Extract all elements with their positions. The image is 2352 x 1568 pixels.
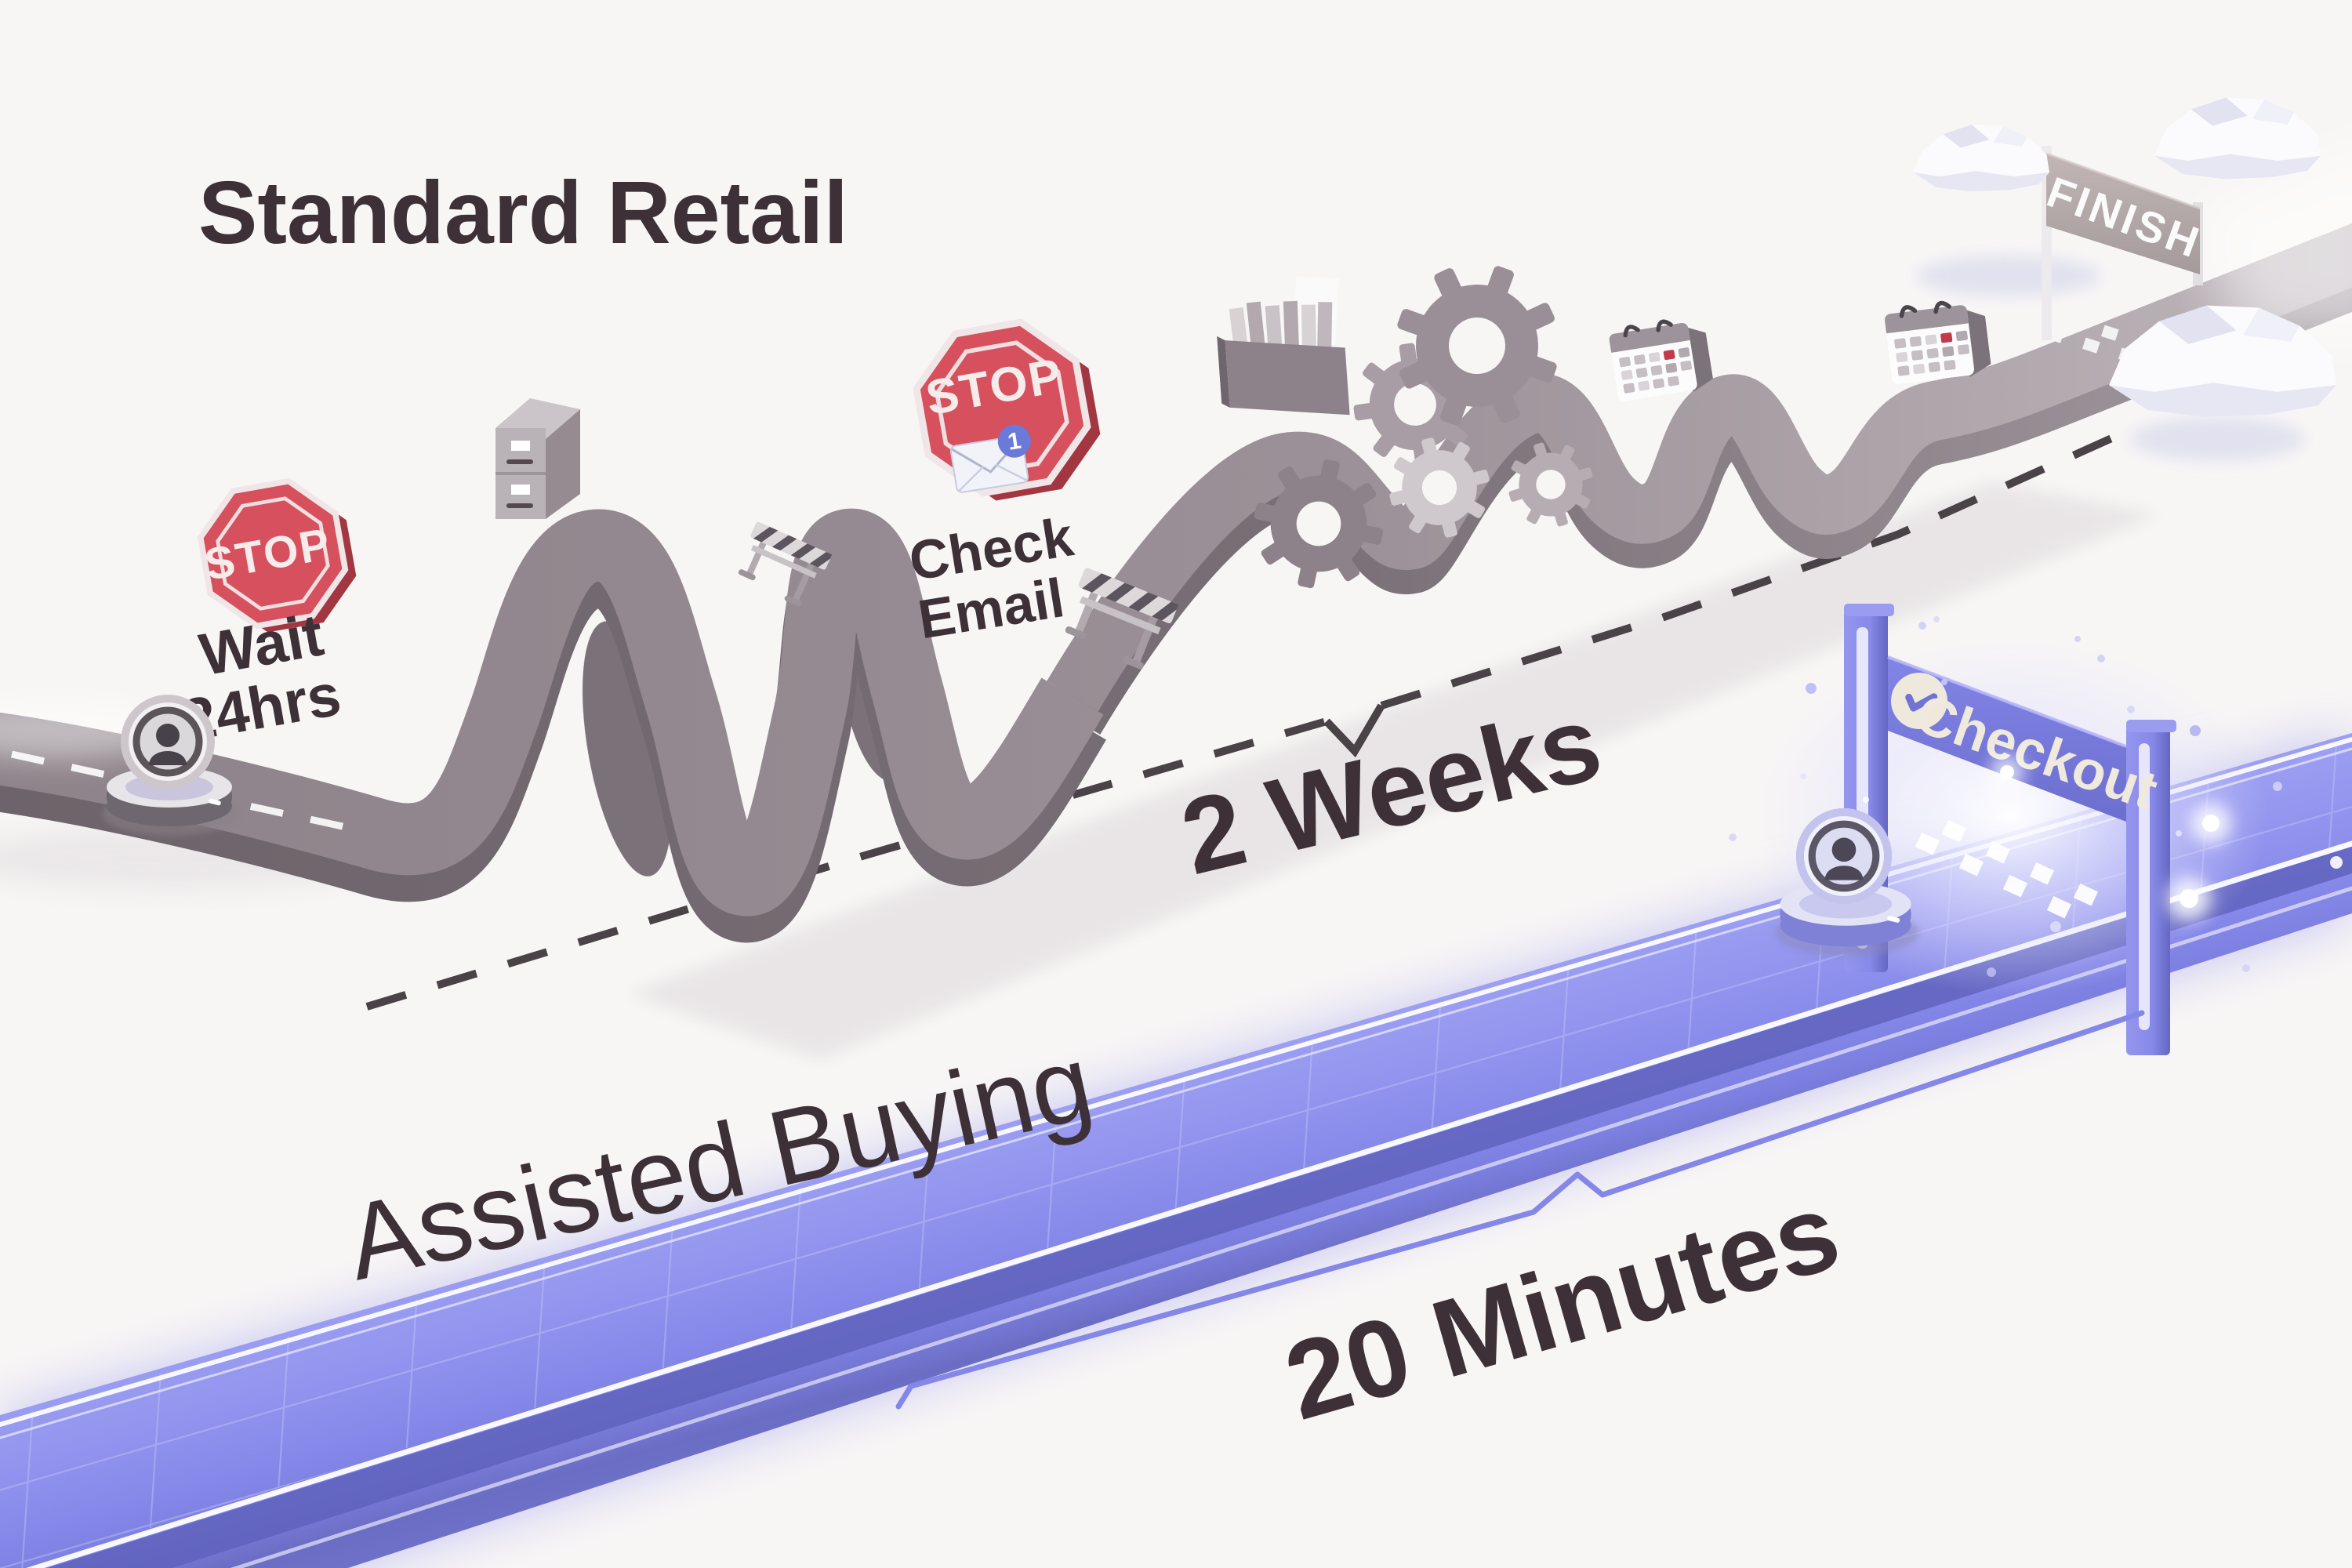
purple-road-grid	[0, 737, 2352, 1568]
checkmark-icon	[1891, 673, 1947, 729]
purple-road-side-face	[47, 847, 2352, 1568]
sparkles	[1729, 616, 2343, 977]
road-fade	[2195, 149, 2352, 337]
user-avatar-icon	[102, 695, 240, 836]
two-weeks-dashed-line	[365, 432, 2119, 1011]
badge-count: 1	[1006, 428, 1023, 456]
checkout-banner	[1888, 657, 2126, 822]
standard-retail-title: Standard Retail	[198, 163, 848, 262]
notification-badge	[997, 424, 1031, 458]
envelope-icon: 1	[949, 424, 1031, 493]
folder-box-icon	[1217, 276, 1350, 416]
finish-banner	[2046, 154, 2200, 274]
twenty-minutes-brace-line	[895, 1010, 2145, 1410]
assisted-buying-road	[0, 733, 2352, 1568]
user-avatar-icon	[1775, 808, 1919, 956]
filing-cabinet-icon	[495, 398, 580, 519]
checkout-checkers	[1915, 819, 2099, 919]
